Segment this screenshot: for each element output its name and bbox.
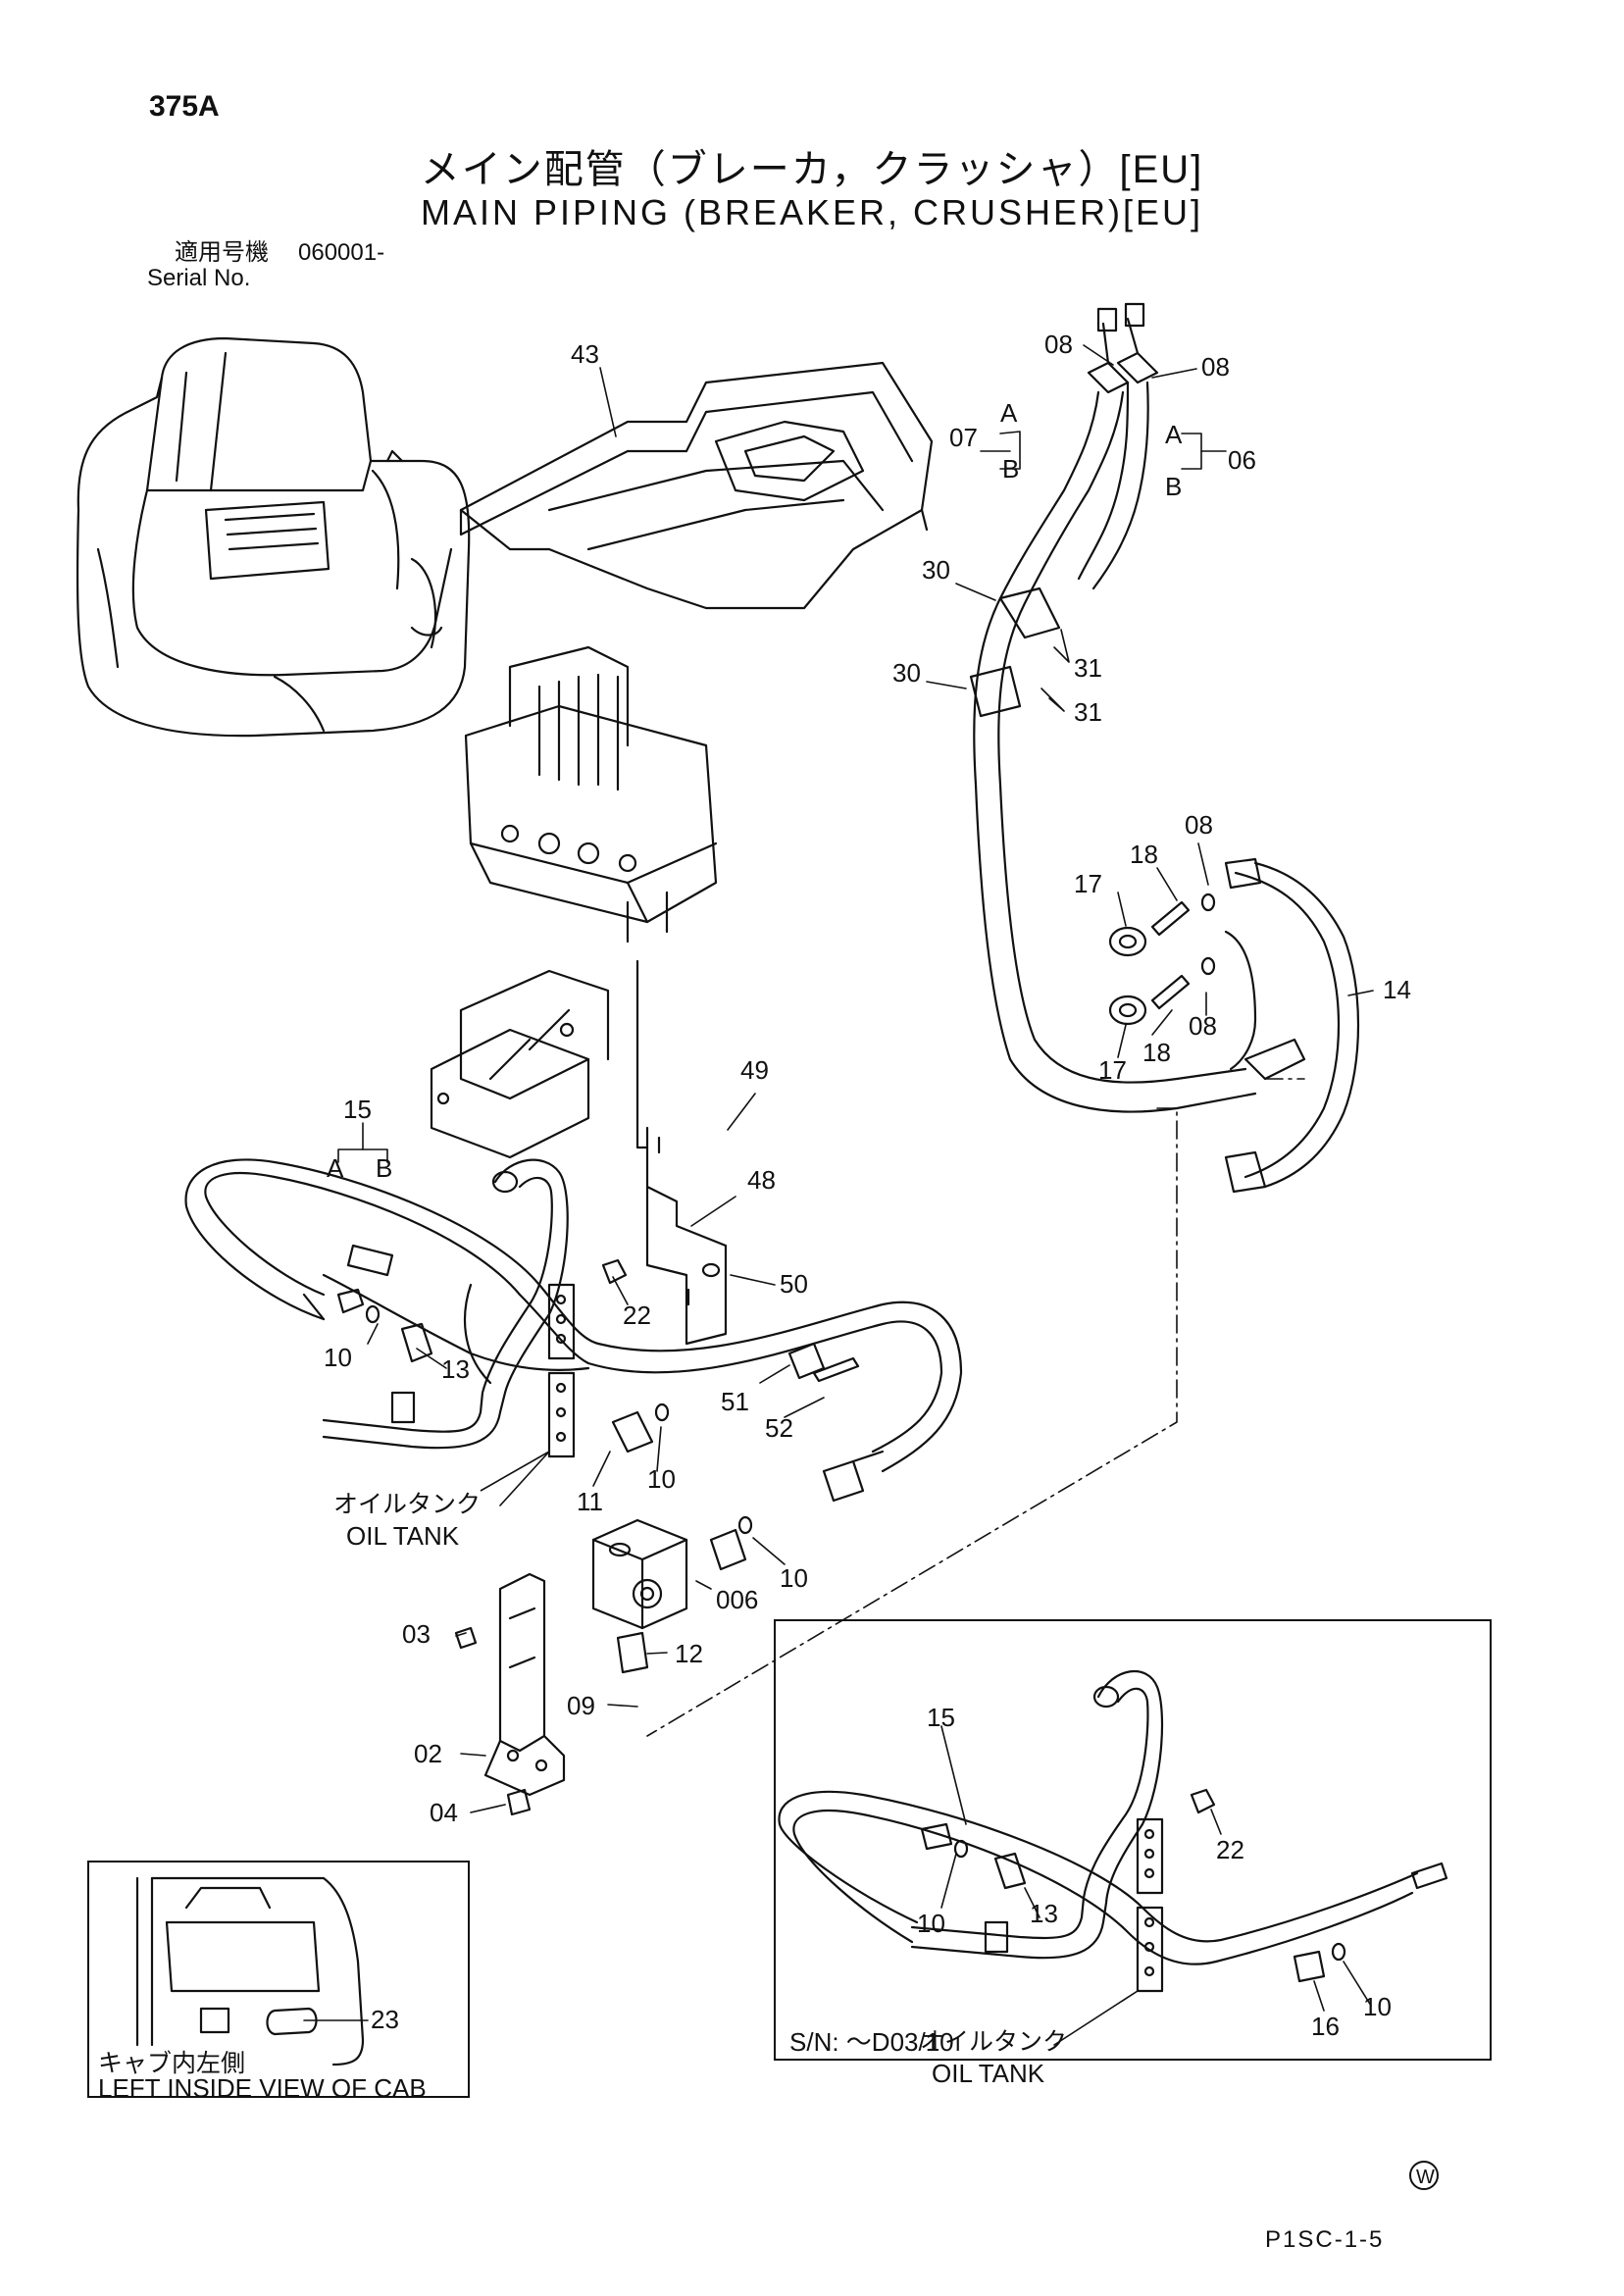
callout-13: 13 (441, 1354, 470, 1384)
serial-label-jp: 適用号機 (175, 239, 269, 266)
callout-08-lower: 08 (1189, 1011, 1217, 1041)
callout-50: 50 (780, 1269, 808, 1299)
callout-18-lower: 18 (1142, 1038, 1171, 1067)
serial-block: 適用号機 060001- Serial No. (147, 240, 384, 291)
callout-48: 48 (747, 1165, 776, 1195)
page-number: 375A (149, 90, 220, 123)
top-couplers (1087, 302, 1159, 394)
callout-07-a: A (1000, 398, 1018, 428)
callout-49: 49 (740, 1055, 769, 1085)
callout-15-b: B (376, 1153, 392, 1183)
inset-callout-16: 16 (1311, 2012, 1340, 2041)
oil-tank-pipe (322, 1158, 569, 1450)
serial-value: 060001- (298, 239, 385, 266)
callouts: 43 08 08 07 A B A B 06 30 31 30 31 08 18… (324, 330, 1411, 1827)
bracket-02 (454, 1572, 566, 1816)
callout-07-b: B (1002, 454, 1019, 484)
callout-006: 006 (716, 1585, 758, 1614)
callout-15-a: A (327, 1153, 344, 1183)
callout-51: 51 (721, 1387, 749, 1416)
reference-lines (646, 1078, 1305, 1737)
inset-callout-15: 15 (927, 1703, 955, 1732)
callout-52: 52 (765, 1413, 793, 1443)
title-japanese: メイン配管（ブレーカ，クラッシャ）[EU] (420, 148, 1204, 191)
inset-callout-13: 13 (1030, 1899, 1058, 1928)
oil-tank-label-jp: オイルタンク (333, 1491, 481, 1518)
leader-lines (337, 344, 1374, 1813)
callout-31-lower: 31 (1074, 697, 1102, 727)
title-english: MAIN PIPING (BREAKER, CRUSHER)[EU] (420, 192, 1204, 232)
callout-22: 22 (623, 1301, 651, 1330)
inset-callout-22: 22 (1216, 1835, 1244, 1864)
callout-30-lower: 30 (892, 658, 921, 688)
callout-08-left: 08 (1044, 330, 1073, 359)
excavator-overview (76, 336, 471, 738)
valve-block-006 (591, 1518, 747, 1674)
inset-callout-10-right: 10 (1363, 1992, 1392, 2021)
callout-11: 11 (577, 1487, 603, 1516)
callout-17-lower: 17 (1098, 1055, 1127, 1085)
inset-cab-caption-jp: キャブ内左側 (98, 2050, 245, 2077)
callout-06-b: B (1165, 472, 1182, 501)
control-valve (464, 645, 718, 944)
fittings-17-18 (1108, 893, 1216, 1026)
oil-tank-plates (547, 1283, 576, 1458)
floor-plate (459, 361, 934, 610)
callout-02: 02 (414, 1739, 442, 1768)
callout-43: 43 (571, 339, 599, 369)
valve-bracket (430, 959, 649, 1159)
callout-12: 12 (675, 1639, 703, 1668)
callout-04: 04 (430, 1798, 458, 1827)
serial-label-en: Serial No. (147, 265, 251, 291)
callout-08-mid: 08 (1185, 810, 1213, 840)
oil-tank-label-en: OIL TANK (346, 1521, 460, 1551)
hose-assembly-right (969, 381, 1360, 1194)
callout-17-upper: 17 (1074, 869, 1102, 898)
inset-serial-range: 15 22 10 13 16 10 オイルタンク OIL TANK S/N: ～… (774, 1619, 1492, 2088)
inset-cab-view: 23 キャブ内左側 LEFT INSIDE VIEW OF CAB (87, 1861, 470, 2103)
inset-serial-range-text: S/N: ～D03/10 (789, 2027, 954, 2057)
callout-06: 06 (1228, 445, 1256, 475)
callout-15: 15 (343, 1095, 372, 1124)
inset-callout-10-left: 10 (917, 1909, 945, 1938)
callout-31-upper: 31 (1074, 653, 1102, 683)
callout-03: 03 (402, 1619, 431, 1649)
inset-cab-caption-en: LEFT INSIDE VIEW OF CAB (98, 2073, 427, 2103)
inset-oil-tank-en: OIL TANK (932, 2059, 1045, 2088)
inset-oil-tank-jp: オイルタンク (920, 2028, 1067, 2056)
callout-10-right: 10 (780, 1563, 808, 1593)
callout-08-right: 08 (1201, 352, 1230, 382)
footer-mark-letter: W (1416, 2167, 1435, 2188)
callout-09: 09 (567, 1691, 595, 1720)
footer-mark: W (1409, 2161, 1439, 2190)
callout-14: 14 (1383, 975, 1411, 1004)
callout-30-upper: 30 (922, 555, 950, 585)
bracket-48 (645, 1126, 728, 1346)
drawing-code: P1SC-1-5 (1265, 2226, 1385, 2253)
oil-tank-label: オイルタンク OIL TANK (333, 1451, 550, 1551)
callout-07: 07 (949, 423, 978, 452)
callout-18-upper: 18 (1130, 840, 1158, 869)
callout-10-mid: 10 (647, 1464, 676, 1494)
small-fittings-main (336, 1258, 865, 1535)
callout-23: 23 (371, 2005, 399, 2034)
callout-06-a: A (1165, 420, 1183, 449)
callout-10-left: 10 (324, 1343, 352, 1372)
